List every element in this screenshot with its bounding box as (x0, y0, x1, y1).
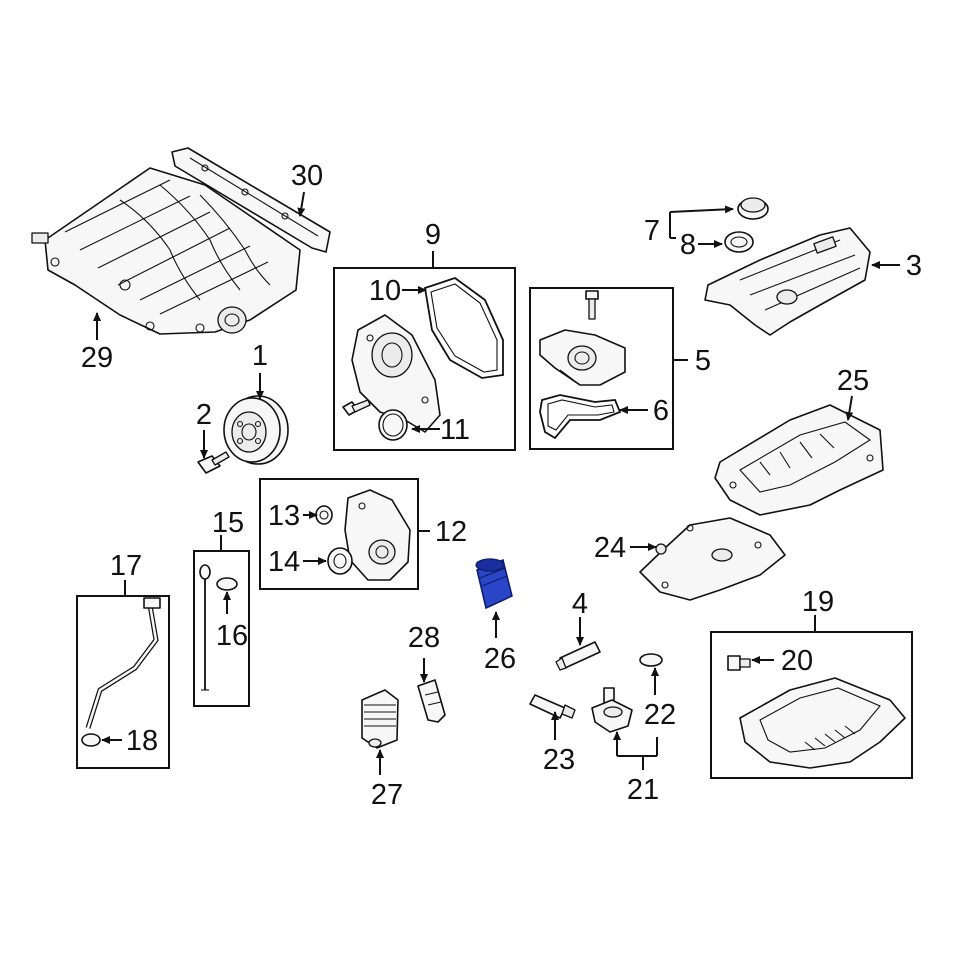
callout-26[interactable]: 26 (484, 643, 516, 675)
bracket-part-28[interactable] (417, 679, 446, 723)
callout-4[interactable]: 4 (572, 588, 588, 620)
oil-filter-part-26[interactable] (475, 558, 513, 610)
dipstick-part-15[interactable] (199, 564, 211, 691)
callout-20[interactable]: 20 (781, 645, 813, 677)
oil-separator-part-5[interactable] (539, 329, 626, 386)
seal-part-16[interactable] (216, 577, 238, 591)
cover-bolt[interactable] (342, 399, 371, 416)
callout-29[interactable]: 29 (81, 342, 113, 374)
sensor-part-23[interactable] (529, 694, 576, 719)
pump-housing-part-12[interactable] (344, 489, 411, 581)
callout-6[interactable]: 6 (653, 395, 669, 427)
callout-25[interactable]: 25 (837, 365, 869, 397)
o-ring-part-11[interactable] (378, 409, 408, 441)
manifold-gasket-part-30[interactable] (171, 147, 331, 253)
valve-cover-part-3[interactable] (704, 227, 871, 336)
callout-22[interactable]: 22 (644, 699, 676, 731)
sensor-part-4[interactable] (555, 641, 601, 671)
callout-7[interactable]: 7 (644, 215, 660, 247)
oil-cooler-part-27[interactable] (361, 689, 399, 749)
callout-5[interactable]: 5 (695, 345, 711, 377)
drain-bolt-part-20[interactable] (727, 655, 751, 671)
group-box-5 (529, 287, 674, 450)
callout-21[interactable]: 21 (627, 774, 659, 806)
dipstick-tube-part-17[interactable] (85, 597, 161, 729)
group-box-19 (710, 631, 913, 779)
seal-part-14[interactable] (327, 547, 353, 575)
oil-cap-part-7[interactable] (737, 197, 769, 220)
cap-seal-part-8[interactable] (724, 231, 754, 253)
callout-17[interactable]: 17 (110, 550, 142, 582)
oil-sender-part-21[interactable] (591, 687, 633, 733)
pulley-bolt-part-2[interactable] (197, 451, 230, 474)
callout-9[interactable]: 9 (425, 219, 441, 251)
callout-18[interactable]: 18 (126, 725, 158, 757)
callout-14[interactable]: 14 (268, 546, 300, 578)
timing-cover-part-9[interactable] (351, 314, 441, 433)
callout-12[interactable]: 12 (435, 516, 467, 548)
callout-2[interactable]: 2 (196, 399, 212, 431)
callout-16[interactable]: 16 (216, 620, 248, 652)
callout-30[interactable]: 30 (291, 160, 323, 192)
group-box-12 (259, 478, 419, 590)
callout-3[interactable]: 3 (906, 250, 922, 282)
oil-pan-gasket-part-24[interactable] (639, 517, 786, 601)
cover-gasket-part-10[interactable] (423, 276, 504, 379)
callout-28[interactable]: 28 (408, 622, 440, 654)
lower-oil-pan-part-19[interactable] (739, 677, 906, 769)
seal-part-13[interactable] (315, 505, 333, 525)
callout-23[interactable]: 23 (543, 744, 575, 776)
callout-11[interactable]: 11 (440, 414, 470, 446)
seal-part-22[interactable] (639, 653, 663, 667)
group-box-9 (333, 267, 516, 451)
callout-10[interactable]: 10 (369, 275, 401, 307)
callout-13[interactable]: 13 (268, 500, 300, 532)
upper-oil-pan-part-25[interactable] (714, 404, 884, 516)
crank-pulley-part-1[interactable] (223, 395, 289, 465)
callout-8[interactable]: 8 (680, 229, 696, 261)
group-box-17 (76, 595, 170, 769)
callout-1[interactable]: 1 (252, 340, 268, 372)
separator-gasket-part-6[interactable] (539, 394, 622, 440)
leader-lines (93, 191, 900, 775)
intake-manifold-part-29[interactable] (31, 167, 301, 335)
callout-15[interactable]: 15 (212, 507, 244, 539)
callout-numbers: 30 29 1 2 9 10 11 5 6 7 8 3 25 24 13 14 … (81, 160, 922, 811)
separator-bolt[interactable] (585, 290, 599, 320)
callout-24[interactable]: 24 (594, 532, 626, 564)
callout-19[interactable]: 19 (802, 586, 834, 618)
callout-27[interactable]: 27 (371, 779, 403, 811)
o-ring-part-18[interactable] (81, 733, 101, 747)
